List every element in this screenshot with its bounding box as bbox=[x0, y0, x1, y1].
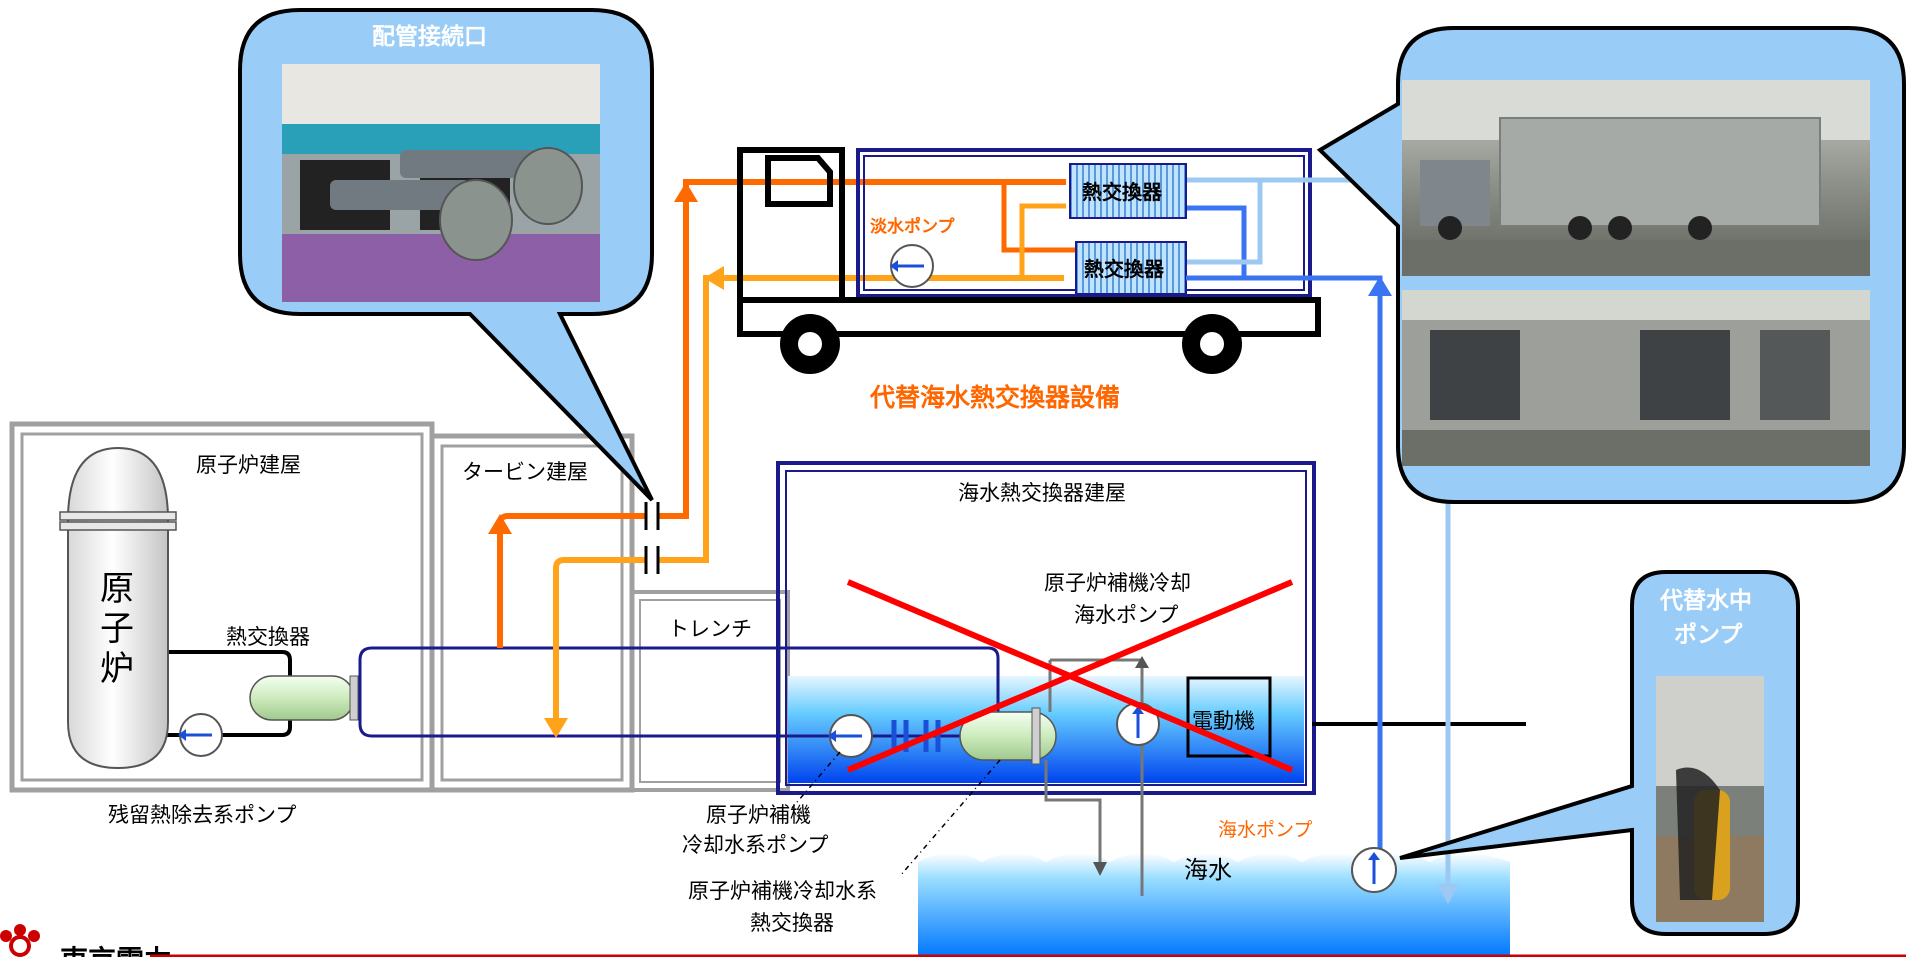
alt-pump-title-line-2: ポンプ bbox=[1674, 621, 1743, 648]
truck-heat-exchanger-1 bbox=[1069, 163, 1187, 219]
rccw-hx-label-line-1: 原子炉補機冷却水系 bbox=[688, 879, 877, 903]
freshwater-pump bbox=[890, 244, 934, 288]
rccw-pump bbox=[828, 714, 873, 758]
pipe-connection-flanges bbox=[644, 502, 660, 574]
reactor-vessel bbox=[59, 446, 177, 770]
turbine-building-label: タービン建屋 bbox=[462, 460, 588, 484]
rcsw-down-arrow bbox=[1093, 862, 1107, 876]
rcsw-up-arrow bbox=[1135, 656, 1149, 668]
alt-light-orange-piping bbox=[553, 275, 1064, 728]
truck-heat-exchanger-2 bbox=[1075, 241, 1187, 295]
company-name: 東京電力 bbox=[60, 944, 172, 957]
reactor-label-char-2: 子 bbox=[100, 609, 134, 649]
company-logo bbox=[0, 924, 40, 957]
seawater-hx-building-label: 海水熱交換器建屋 bbox=[958, 481, 1126, 505]
rcsw-pump-label-line-1: 原子炉補機冷却 bbox=[1044, 571, 1191, 595]
trench-label: トレンチ bbox=[668, 617, 752, 641]
truck-heat-exchanger-1-label: 熱交換器 bbox=[1082, 180, 1163, 204]
alt-hx-truck bbox=[737, 147, 1321, 374]
truck-photo-callout bbox=[1316, 26, 1906, 504]
rhr-pump-label: 残留熱除去系ポンプ bbox=[108, 803, 296, 827]
reactor-label-char-3: 炉 bbox=[100, 649, 134, 689]
seawater-pump-label: 海水ポンプ bbox=[1218, 819, 1312, 841]
rccw-hx-label-line-2: 熱交換器 bbox=[750, 911, 834, 935]
rccw-loop-piping bbox=[358, 646, 1000, 738]
rhr-heat-exchanger-label: 熱交換器 bbox=[226, 625, 310, 649]
seawater-up-arrow bbox=[1368, 276, 1392, 296]
alt-pump-callout bbox=[1399, 570, 1800, 936]
rccw-pump-label-line-1: 原子炉補機 bbox=[706, 803, 811, 827]
seawater-pump bbox=[1351, 847, 1397, 893]
orange-up-arrow-right bbox=[674, 182, 698, 202]
alt-pump-title-line-1: 代替水中 bbox=[1659, 588, 1752, 614]
seawater-return-arrow bbox=[1437, 884, 1459, 904]
rcsw-pump-label-line-2: 海水ポンプ bbox=[1074, 603, 1178, 627]
pipe-connection-callout bbox=[238, 8, 654, 502]
truck-heat-exchanger-2-label: 熱交換器 bbox=[1084, 257, 1165, 281]
leader-lines bbox=[791, 751, 1001, 877]
light-orange-left-arrow bbox=[704, 266, 724, 290]
rcsw-pump bbox=[1116, 702, 1160, 746]
light-orange-down-arrow bbox=[544, 718, 568, 738]
rccw-heat-exchanger bbox=[959, 707, 1057, 765]
disabled-cross bbox=[846, 579, 1294, 773]
alt-equipment-label: 代替海水熱交換器設備 bbox=[869, 383, 1120, 412]
reactor-building-label: 原子炉建屋 bbox=[196, 453, 301, 477]
pipe-connection-title: 配管接続口 bbox=[372, 23, 487, 50]
motor-box bbox=[1186, 676, 1272, 758]
orange-up-arrow-left bbox=[488, 514, 512, 534]
seawater-label: 海水 bbox=[1184, 856, 1232, 884]
freshwater-pump-label: 淡水ポンプ bbox=[870, 216, 955, 237]
rhr-heat-exchanger bbox=[249, 675, 359, 721]
reactor-label-char-1: 原 bbox=[100, 569, 134, 609]
rccw-pump-label-line-2: 冷却水系ポンプ bbox=[682, 833, 828, 857]
rhr-pump bbox=[178, 713, 223, 757]
